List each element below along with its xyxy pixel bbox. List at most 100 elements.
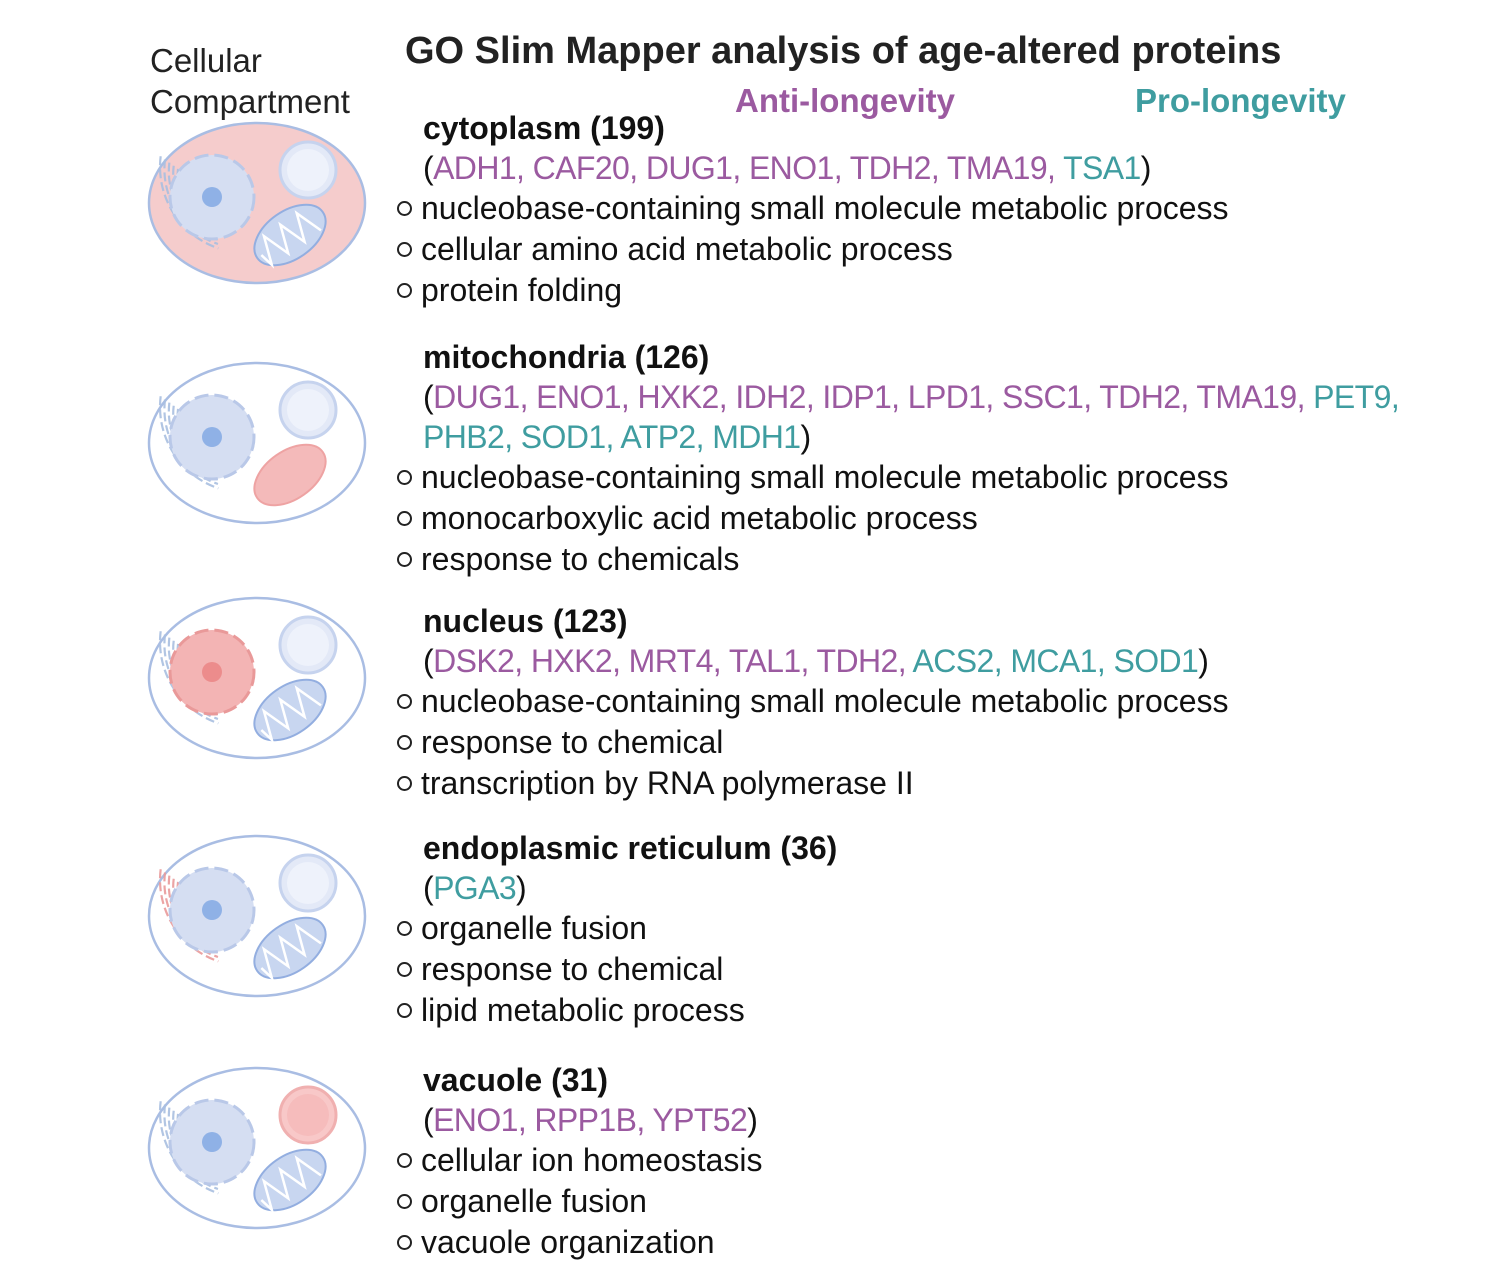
go-process-item: cellular ion homeostasis (395, 1140, 1485, 1181)
go-process-label: cellular amino acid metabolic process (421, 231, 953, 267)
compartment-section-mitochondria: mitochondria (126) (DUG1, ENO1, HXK2, IDH… (395, 337, 1485, 580)
bullet-circle-icon (397, 1153, 412, 1168)
bullet-circle-icon (397, 1003, 412, 1018)
bullet-circle-icon (397, 1194, 412, 1209)
go-process-label: organelle fusion (421, 1183, 647, 1219)
go-process-label: transcription by RNA polymerase II (421, 765, 914, 801)
mitochondrion-icon (253, 916, 327, 982)
compartment-title: vacuole (31) (423, 1062, 608, 1098)
cell-diagram-icon (147, 834, 367, 998)
go-process-item: monocarboxylic acid metabolic process (395, 498, 1485, 539)
bullet-circle-icon (397, 694, 412, 709)
go-process-item: transcription by RNA polymerase II (395, 763, 1485, 804)
go-process-item: response to chemicals (395, 539, 1485, 580)
cell-diagram-icon (147, 596, 367, 760)
gene-label-anti: ADH1 (433, 150, 517, 186)
nucleus-icon (168, 628, 256, 716)
vacuole-icon (278, 1085, 338, 1145)
vacuole-icon (278, 140, 338, 200)
go-process-item: nucleobase-containing small molecule met… (395, 188, 1485, 229)
gene-label-anti: TDH2 (1099, 379, 1181, 415)
cell-diagram-icon (147, 361, 367, 525)
bullet-circle-icon (397, 776, 412, 791)
gene-label-anti: YPT52 (652, 1102, 748, 1138)
bullet-circle-icon (397, 735, 412, 750)
gene-label-pro: PET9 (1313, 379, 1391, 415)
go-process-item: nucleobase-containing small molecule met… (395, 681, 1485, 722)
gene-label-anti: LPD1 (907, 379, 986, 415)
gene-label-anti: DSK2 (433, 643, 515, 679)
gene-label-pro: ATP2 (620, 419, 696, 455)
gene-label-anti: TMA19 (1196, 379, 1297, 415)
gene-label-anti: IDP1 (822, 379, 892, 415)
bullet-circle-icon (397, 470, 412, 485)
go-process-label: response to chemicals (421, 541, 740, 577)
go-process-label: nucleobase-containing small molecule met… (421, 683, 1229, 719)
gene-list: (ADH1, CAF20, DUG1, ENO1, TDH2, TMA19, T… (423, 150, 1151, 186)
go-process-label: nucleobase-containing small molecule met… (421, 459, 1229, 495)
gene-label-anti: DUG1 (645, 150, 733, 186)
gene-list: (DUG1, ENO1, HXK2, IDH2, IDP1, LPD1, SSC… (423, 379, 1400, 455)
go-process-item: organelle fusion (395, 908, 1485, 949)
cell-diagram-icon (147, 121, 367, 285)
gene-label-anti: HXK2 (530, 643, 613, 679)
gene-label-anti: TDH2 (816, 643, 899, 679)
go-process-item: protein folding (395, 270, 1485, 311)
nucleus-icon (168, 393, 256, 481)
gene-label-pro: SOD1 (520, 419, 606, 455)
go-process-item: vacuole organization (395, 1222, 1485, 1263)
gene-label-anti: SSC1 (1002, 379, 1084, 415)
compartment-title: endoplasmic reticulum (36) (423, 830, 838, 866)
compartment-section-er: endoplasmic reticulum (36)(PGA3)organell… (395, 828, 1485, 1031)
go-process-item: organelle fusion (395, 1181, 1485, 1222)
gene-label-anti: CAF20 (532, 150, 630, 186)
gene-label-anti: MRT4 (628, 643, 714, 679)
gene-label-anti: RPP1B (534, 1102, 637, 1138)
go-process-label: protein folding (421, 272, 623, 308)
legend-anti-longevity: Anti-longevity (735, 82, 955, 119)
compartment-title: cytoplasm (199) (423, 110, 665, 146)
gene-label-pro: MDH1 (712, 419, 801, 455)
compartment-title: mitochondria (126) (423, 339, 710, 375)
go-process-label: response to chemical (421, 724, 724, 760)
compartment-section-nucleus: nucleus (123)(DSK2, HXK2, MRT4, TAL1, TD… (395, 601, 1485, 804)
gene-list: (ENO1, RPP1B, YPT52) (423, 1102, 758, 1138)
mitochondrion-icon (253, 678, 327, 744)
gene-list: (DSK2, HXK2, MRT4, TAL1, TDH2, ACS2, MCA… (423, 643, 1209, 679)
gene-label-anti: TDH2 (849, 150, 932, 186)
gene-label-pro: SOD1 (1113, 643, 1199, 679)
vacuole-icon (278, 853, 338, 913)
gene-label-anti: IDH2 (735, 379, 806, 415)
gene-label-anti: TAL1 (728, 643, 801, 679)
go-process-label: lipid metabolic process (421, 992, 745, 1028)
go-process-item: response to chemical (395, 949, 1485, 990)
compartment-column-label: Cellular Compartment (150, 42, 350, 120)
nucleus-icon (168, 1098, 256, 1186)
go-process-label: cellular ion homeostasis (421, 1142, 763, 1178)
nucleus-icon (168, 866, 256, 954)
mitochondrion-icon (253, 203, 327, 269)
gene-label-pro: MCA1 (1010, 643, 1097, 679)
gene-label-pro: PGA3 (433, 870, 517, 906)
nucleus-icon (168, 153, 256, 241)
compartment-section-vacuole: vacuole (31) (ENO1, RPP1B, YPT52) cellular… (395, 1060, 1485, 1263)
gene-label-pro: TSA1 (1063, 150, 1141, 186)
go-process-label: organelle fusion (421, 910, 647, 946)
bullet-circle-icon (397, 283, 412, 298)
go-process-label: response to chemical (421, 951, 724, 987)
go-process-item: lipid metabolic process (395, 990, 1485, 1031)
compartment-section-cytoplasm: cytoplasm (199) (ADH1, CAF20, DUG1, ENO1,… (395, 108, 1485, 311)
bullet-circle-icon (397, 962, 412, 977)
go-process-item: cellular amino acid metabolic process (395, 229, 1485, 270)
bullet-circle-icon (397, 921, 412, 936)
gene-label-pro: ACS2 (912, 643, 995, 679)
vacuole-icon (278, 380, 338, 440)
bullet-circle-icon (397, 1235, 412, 1250)
mitochondrion-icon (253, 1148, 327, 1214)
bullet-circle-icon (397, 552, 412, 567)
gene-label-anti: DUG1 (433, 379, 520, 415)
go-process-label: nucleobase-containing small molecule met… (421, 190, 1229, 226)
figure-title: GO Slim Mapper analysis of age-altered p… (405, 30, 1282, 72)
gene-label-anti: ENO1 (536, 379, 621, 415)
gene-label-anti: HXK2 (637, 379, 720, 415)
